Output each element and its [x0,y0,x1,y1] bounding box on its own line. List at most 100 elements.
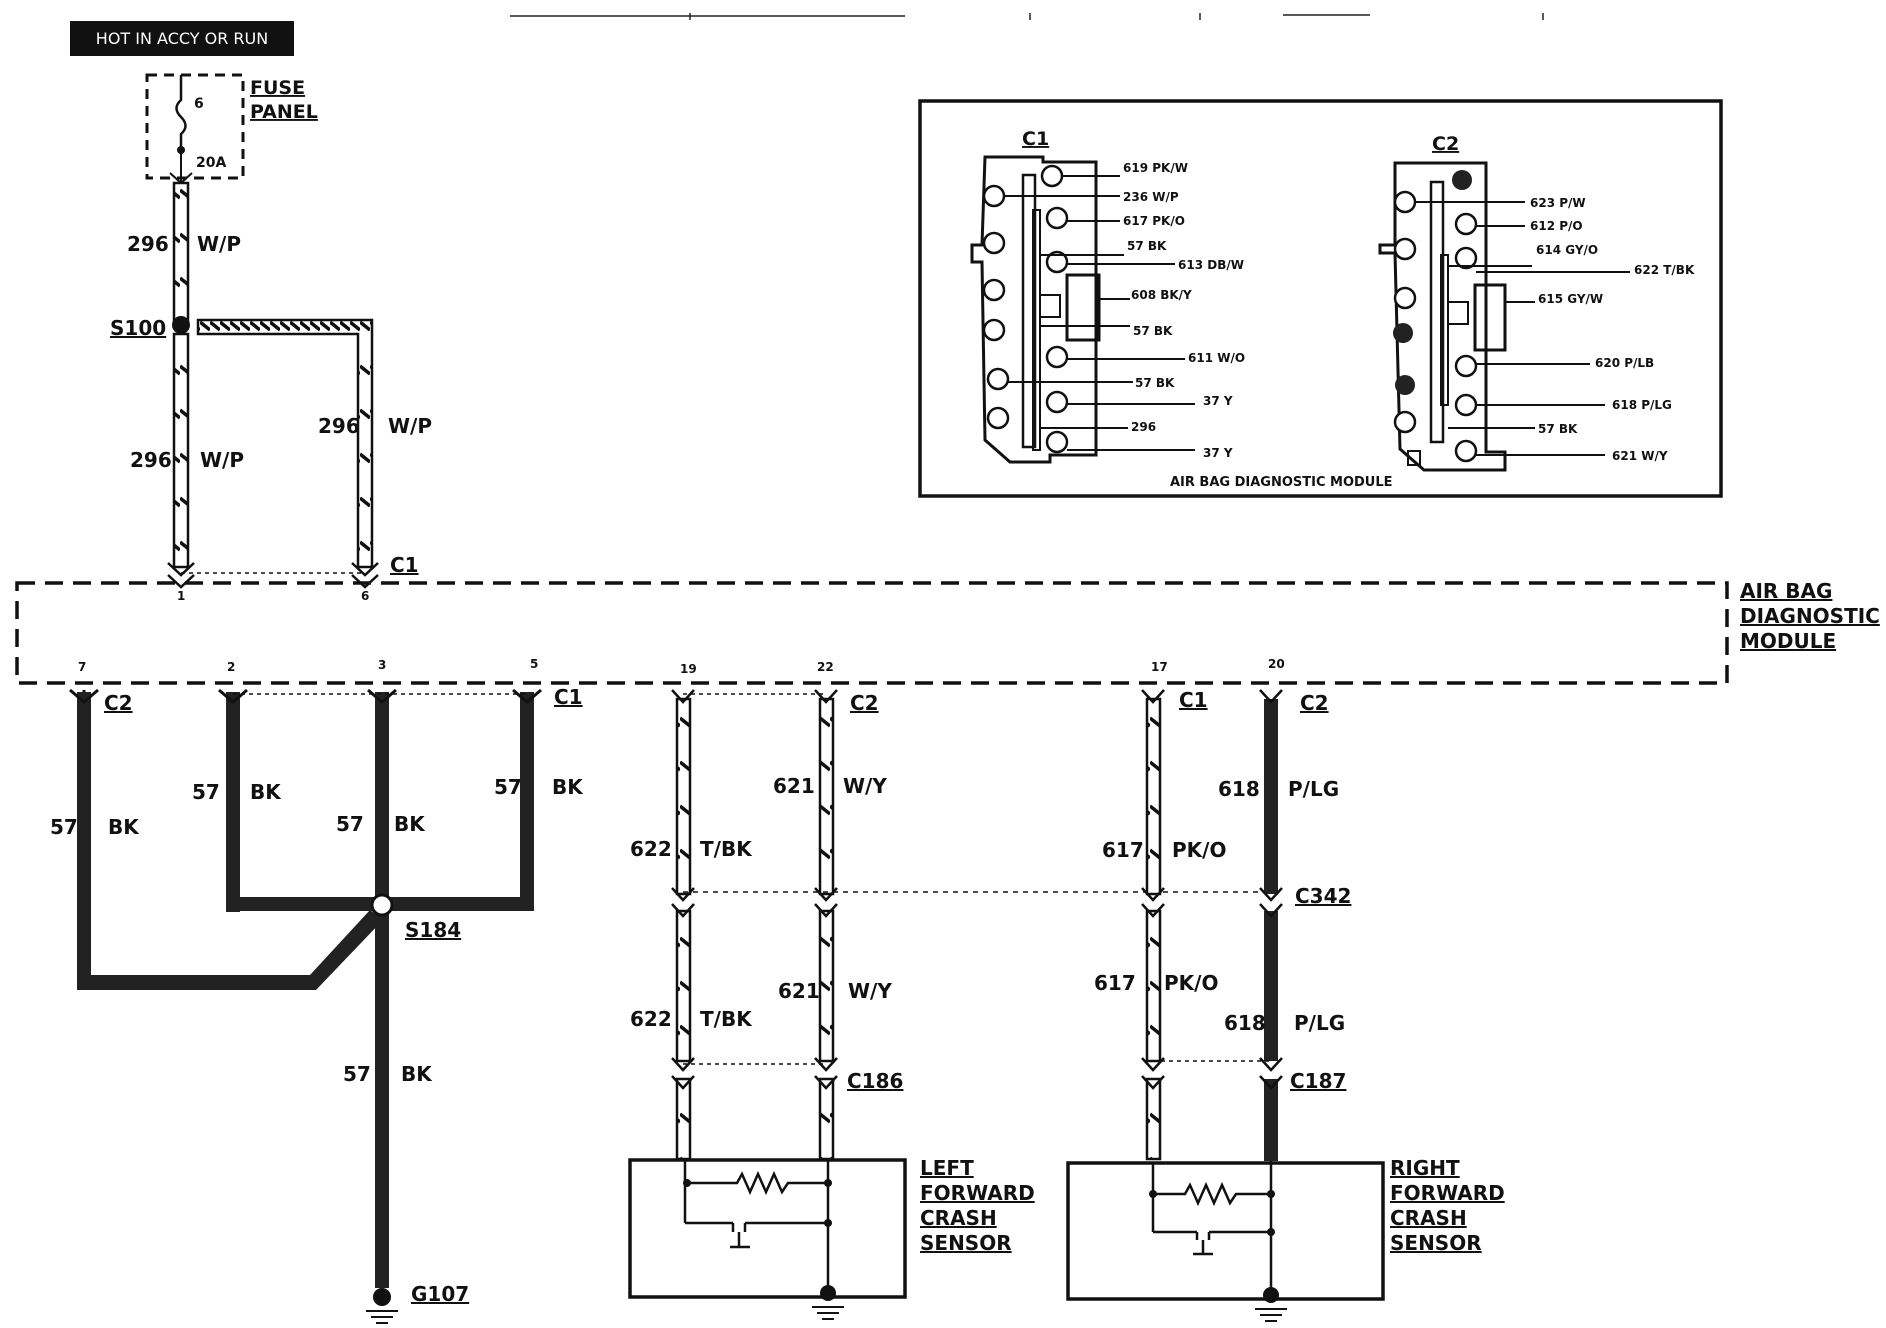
inset-c1-cavities [982,164,1069,454]
inset-c2-pin: 621 W/Y [1612,449,1668,463]
inset-c1-pin: 611 W/O [1188,351,1245,365]
inset-title: AIR BAG DIAGNOSTIC MODULE [1170,475,1393,490]
left-sensor-label-3: CRASH [920,1206,997,1230]
pin-1: 1 [177,589,185,603]
wire-622-label-2: 622 [630,1007,672,1031]
inset-c1-pin: 619 PK/W [1123,161,1188,175]
pin-5: 5 [530,657,538,671]
wire-57-label-5: 57 [343,1062,371,1086]
inset-c2-pin-labels: 623 P/W 612 P/O 614 GY/O 622 T/BK 615 GY… [1530,196,1695,463]
inset-c1-leaders [1004,175,1195,451]
s184-label: S184 [405,918,461,942]
pin-20: 20 [1268,657,1285,671]
air-bag-module-box [15,581,1729,685]
top-edge-marks [510,13,1544,20]
wire-296-label-3: 296 [318,414,360,438]
wire-plg-label-1: P/LG [1288,777,1339,801]
inset-c2-filled-cavities [1393,170,1472,395]
c2-left-label: C2 [104,691,133,715]
fuse-panel-label-1: FUSE [250,77,305,99]
c186-label: C186 [847,1069,903,1093]
s100-label: S100 [110,316,166,340]
wire-wp-label-1: W/P [197,232,241,256]
fuse-panel-label-2: PANEL [250,101,318,123]
wire-618-label-2: 618 [1224,1011,1266,1035]
inset-c1-pin: 37 Y [1203,394,1233,408]
right-sensor-label-2: FORWARD [1390,1181,1505,1205]
wire-621-label-2: 621 [778,979,820,1003]
inset-c1-housing [970,155,1098,464]
right-sensor-label-3: CRASH [1390,1206,1467,1230]
inset-c2-pin: 612 P/O [1530,219,1583,233]
wire-296-upper [172,181,190,327]
wire-bk-label-4: BK [552,775,584,799]
hot-label: HOT IN ACCY OR RUN [96,29,268,48]
hot-label-box [70,21,294,56]
fuse-rating: 20A [196,155,226,171]
inset-c1-label: C1 [1022,128,1049,150]
right-sensor-switch [1193,1232,1213,1256]
ground-symbol-right [1255,1308,1287,1322]
inset-c1-pin: 57 BK [1135,376,1175,390]
g107-label: G107 [411,1282,469,1306]
inset-c2-cavities [1393,190,1478,463]
wire-tbk-label-2: T/BK [700,1007,753,1031]
fuse-panel-box [145,73,245,180]
c1-ground-label: C1 [554,685,583,709]
pin-22: 22 [817,660,834,674]
module-name-1: AIR BAG [1740,579,1832,603]
wire-57-label-1: 57 [50,815,78,839]
inset-c2-leaders [1415,201,1630,456]
wire-wy-label-2: W/Y [848,979,892,1003]
wire-plg-label-2: P/LG [1294,1011,1345,1035]
module-name-3: MODULE [1740,629,1836,653]
wire-617-label-1: 617 [1102,838,1144,862]
inset-c2-pin: 623 P/W [1530,196,1586,210]
ground-circuit [77,690,534,1288]
left-sensor-resistor [683,1160,830,1297]
wire-bk-label-5: BK [401,1062,433,1086]
left-sensor-switch [730,1223,750,1249]
inset-c2-pin: 622 T/BK [1634,263,1695,277]
inset-c2-pin: 615 GY/W [1538,292,1603,306]
left-sensor-label-2: FORWARD [920,1181,1035,1205]
wire-618-label-1: 618 [1218,777,1260,801]
c1-right-sensor-label: C1 [1179,688,1208,712]
inset-c1-pin: 617 PK/O [1123,214,1185,228]
c1-top-label: C1 [390,553,419,577]
wire-621-label-1: 621 [773,774,815,798]
inset-c2-pin: 618 P/LG [1612,398,1672,412]
wire-pko-label-2: PK/O [1164,971,1218,995]
inset-c2-housing [1378,161,1507,472]
wire-wp-label-2: W/P [200,448,244,472]
wire-wp-label-3: W/P [388,414,432,438]
pin-19: 19 [680,662,697,676]
inset-c1-pin: 613 DB/W [1178,258,1244,272]
left-sensor-ground-point [820,1285,836,1301]
right-crash-sensor-box [1066,1161,1385,1301]
left-sensor-label-4: SENSOR [920,1231,1012,1255]
s184-splice [370,893,394,917]
c342-label: C342 [1295,884,1351,908]
inset-c1-pin: 236 W/P [1123,190,1179,204]
right-sensor-resistor [1151,1161,1273,1297]
wire-57-label-3: 57 [336,812,364,836]
c187-label: C187 [1290,1069,1346,1093]
left-sensor-label-1: LEFT [920,1156,974,1180]
wire-57-label-2: 57 [192,780,220,804]
wire-bk-label-1: BK [108,815,140,839]
right-sensor-label-1: RIGHT [1390,1156,1460,1180]
fuse-icon [175,75,187,150]
wire-296-lower [172,332,190,569]
wire-pko-label-1: PK/O [1172,838,1226,862]
wire-296-label-1: 296 [127,232,169,256]
inset-c1-pin-labels: 619 PK/W 236 W/P 617 PK/O 57 BK 613 DB/W… [1123,161,1245,460]
wire-622-label-1: 622 [630,837,672,861]
g107-ground-point [373,1288,391,1306]
inset-c1-pin: 37 Y [1203,446,1233,460]
ground-symbol-g107 [366,1310,398,1324]
module-name-2: DIAGNOSTIC [1740,604,1880,628]
wire-bk-label-2: BK [250,780,282,804]
pin-7: 7 [78,660,86,674]
